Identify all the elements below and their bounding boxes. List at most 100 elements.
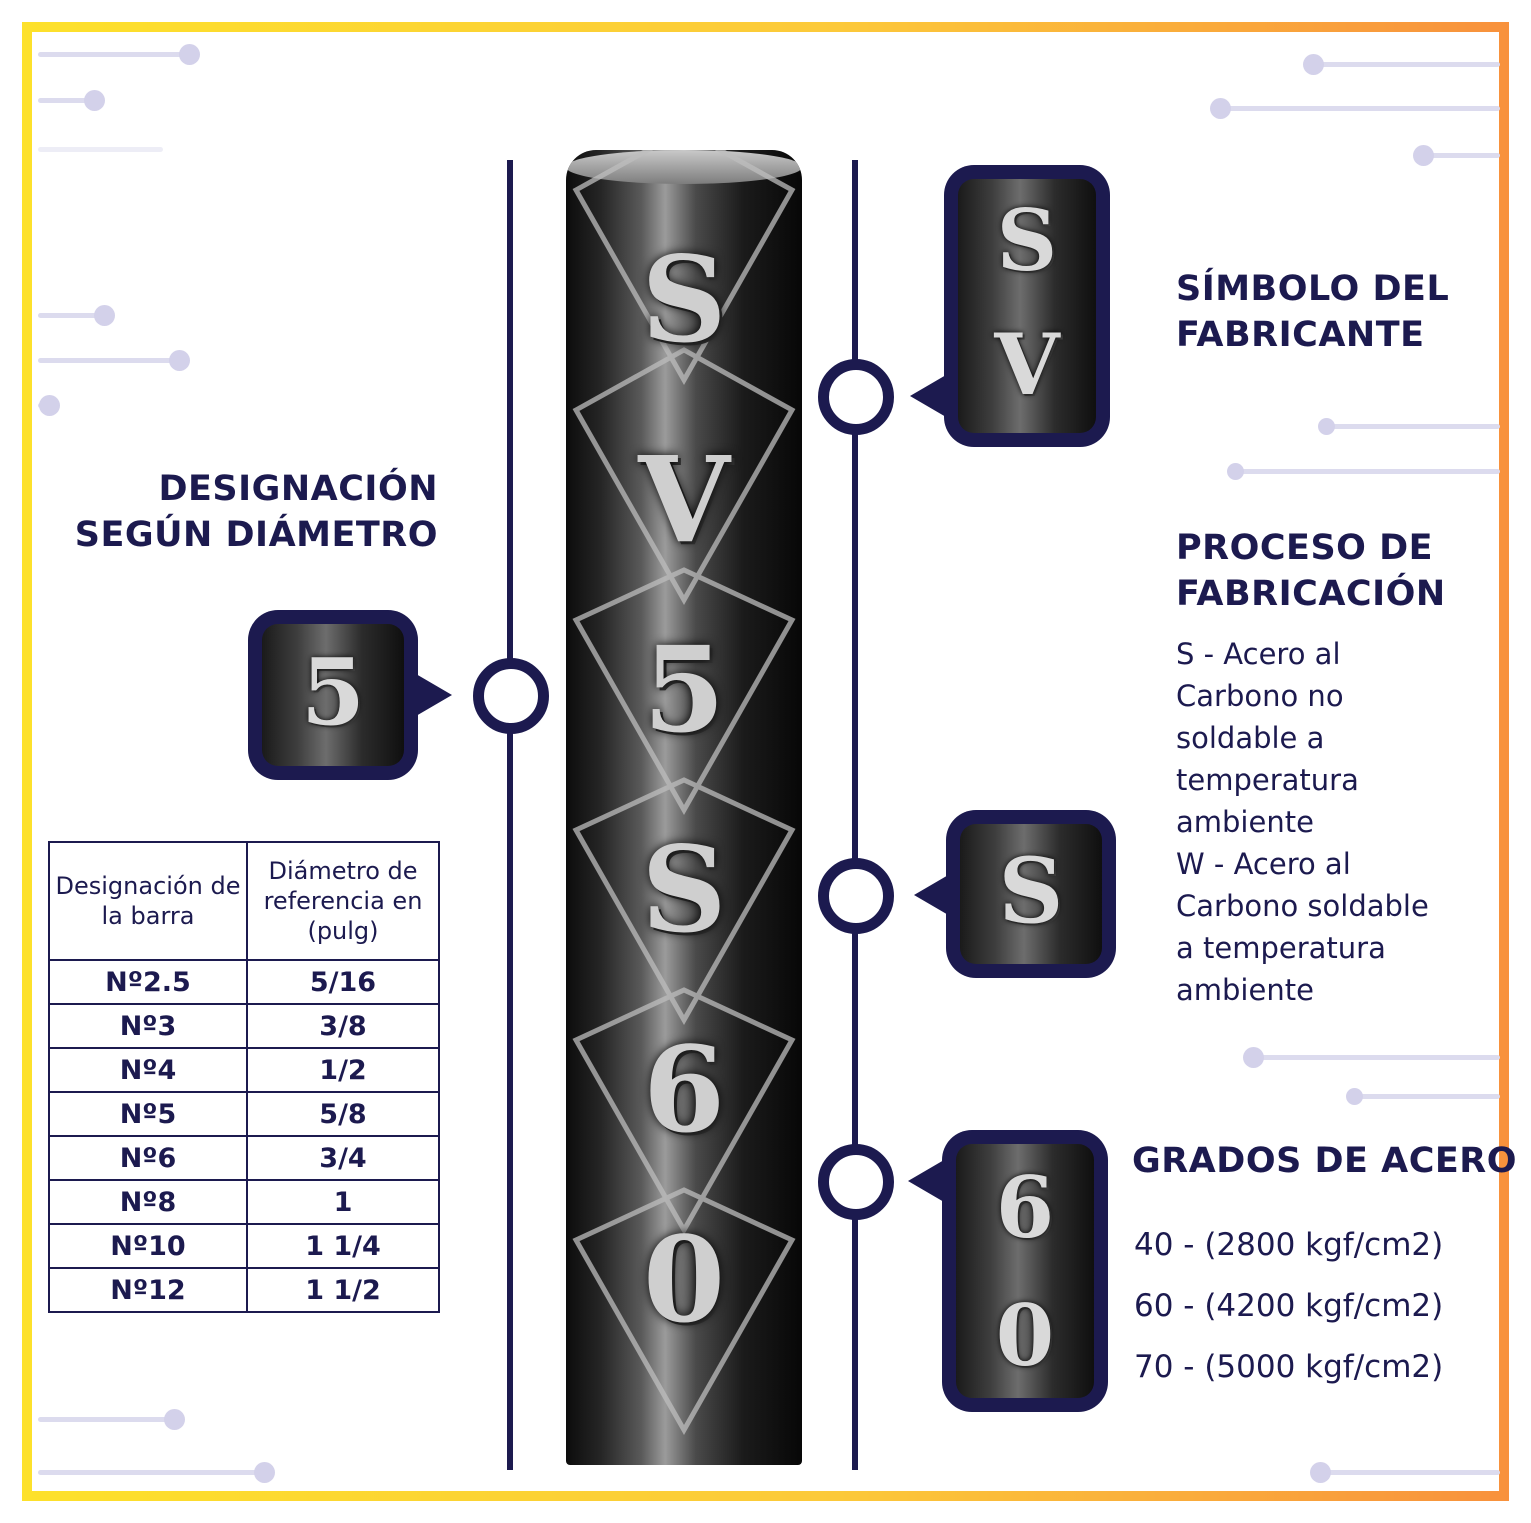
diameter-cell: 1 1/2 <box>246 1267 440 1313</box>
designation-cell: Nº10 <box>48 1223 248 1269</box>
diameter-heading: DESIGNACIÓN SEGÚN DIÁMETRO <box>18 466 438 558</box>
manufacturer-callout-pointer <box>910 375 946 417</box>
right-connector-line <box>852 160 858 1470</box>
rebar-marking: 5 <box>642 620 726 759</box>
process-heading-line2: FABRICACIÓN <box>1176 574 1446 614</box>
diameter-cell: 1/2 <box>246 1047 440 1093</box>
decor-line <box>38 147 163 152</box>
decor-line <box>38 1462 275 1483</box>
diameter-callout: 5 <box>248 610 418 780</box>
process-line: soldable a <box>1176 721 1325 755</box>
rebar-marking: S <box>641 820 727 959</box>
manufacturer-callout-image: S V <box>958 179 1096 433</box>
diameter-node <box>473 658 549 734</box>
manufacturer-heading: SÍMBOLO DEL FABRICANTE <box>1176 266 1449 358</box>
designation-table: Designación de la barra Diámetro de refe… <box>48 841 440 1313</box>
process-line: ambiente <box>1176 805 1314 839</box>
process-line: S - Acero al <box>1176 637 1341 671</box>
decor-line <box>1303 54 1500 75</box>
decor-line <box>1413 145 1500 166</box>
grades-node <box>818 1144 894 1220</box>
table-header-row: Designación de la barra Diámetro de refe… <box>48 841 440 961</box>
table-header-designation: Designación de la barra <box>48 841 248 961</box>
rebar-marking: 0 <box>642 1210 726 1349</box>
rebar-image: S V 5 S 6 0 <box>566 150 802 1465</box>
table-header-diameter: Diámetro de referencia en (pulg) <box>246 841 440 961</box>
grades-heading: GRADOS DE ACERO <box>1132 1141 1517 1181</box>
grades-callout-glyph: 0 <box>995 1286 1055 1385</box>
diameter-cell: 5/16 <box>246 959 440 1005</box>
manufacturer-node <box>818 359 894 435</box>
decor-line <box>38 305 115 326</box>
diameter-cell: 1 1/4 <box>246 1223 440 1269</box>
grade-item: 40 - (2800 kgf/cm2) <box>1134 1227 1444 1263</box>
manufacturer-heading-line1: SÍMBOLO DEL <box>1176 269 1450 309</box>
diameter-callout-glyph: 5 <box>300 638 365 746</box>
decor-line <box>38 350 190 371</box>
decor-line <box>38 44 200 65</box>
designation-cell: Nº2.5 <box>48 959 248 1005</box>
diameter-cell: 1 <box>246 1179 440 1225</box>
diameter-cell: 3/4 <box>246 1135 440 1181</box>
process-callout-glyph: S <box>998 838 1064 944</box>
rebar-rib-pattern <box>572 150 796 1436</box>
designation-cell: Nº3 <box>48 1003 248 1049</box>
manufacturer-callout-glyph: S <box>996 191 1058 290</box>
designation-cell: Nº5 <box>48 1091 248 1137</box>
diameter-callout-pointer <box>416 674 452 716</box>
decor-line <box>1243 1047 1500 1068</box>
diameter-heading-line2: SEGÚN DIÁMETRO <box>74 515 438 555</box>
designation-cell: Nº8 <box>48 1179 248 1225</box>
decor-line <box>1346 1088 1500 1105</box>
designation-cell: Nº6 <box>48 1135 248 1181</box>
process-heading: PROCESO DE FABRICACIÓN <box>1176 525 1446 617</box>
rebar-marking: 6 <box>642 1020 726 1159</box>
designation-cell: Nº12 <box>48 1267 248 1313</box>
decor-line <box>38 90 105 111</box>
process-node <box>818 858 894 934</box>
grades-list: 40 - (2800 kgf/cm2) 60 - (4200 kgf/cm2) … <box>1134 1215 1443 1398</box>
diameter-cell: 3/8 <box>246 1003 440 1049</box>
decor-line <box>1318 418 1500 435</box>
process-line: a temperatura <box>1176 931 1386 965</box>
diameter-cell: 5/8 <box>246 1091 440 1137</box>
manufacturer-heading-line2: FABRICANTE <box>1176 315 1425 355</box>
diameter-heading-line1: DESIGNACIÓN <box>158 469 438 509</box>
decor-line <box>1310 1462 1500 1483</box>
diameter-callout-image: 5 <box>262 624 404 766</box>
process-line: W - Acero al <box>1176 847 1351 881</box>
grade-item: 60 - (4200 kgf/cm2) <box>1134 1288 1444 1324</box>
left-connector-line <box>507 160 513 1470</box>
grades-callout-glyph: 6 <box>995 1158 1055 1257</box>
decor-line <box>38 395 60 416</box>
process-line: Carbono no <box>1176 679 1344 713</box>
grades-callout: 6 0 <box>942 1130 1108 1412</box>
process-heading-line1: PROCESO DE <box>1176 528 1434 568</box>
decor-line <box>38 1409 185 1430</box>
manufacturer-callout: S V <box>944 165 1110 447</box>
grade-item: 70 - (5000 kgf/cm2) <box>1134 1349 1444 1385</box>
decor-line <box>1227 463 1500 480</box>
process-callout-image: S <box>960 824 1102 964</box>
grades-callout-image: 6 0 <box>956 1144 1094 1398</box>
rebar-marking: V <box>638 430 730 569</box>
process-description: S - Acero al Carbono no soldable a tempe… <box>1176 633 1496 1011</box>
rebar-marking: S <box>641 230 727 369</box>
process-line: ambiente <box>1176 973 1314 1007</box>
process-callout: S <box>946 810 1116 978</box>
designation-cell: Nº4 <box>48 1047 248 1093</box>
process-line: temperatura <box>1176 763 1359 797</box>
manufacturer-callout-glyph: V <box>994 315 1060 414</box>
rebar-cap <box>566 150 802 184</box>
process-line: Carbono soldable <box>1176 889 1429 923</box>
decor-line <box>1210 98 1500 119</box>
process-callout-pointer <box>914 874 950 916</box>
